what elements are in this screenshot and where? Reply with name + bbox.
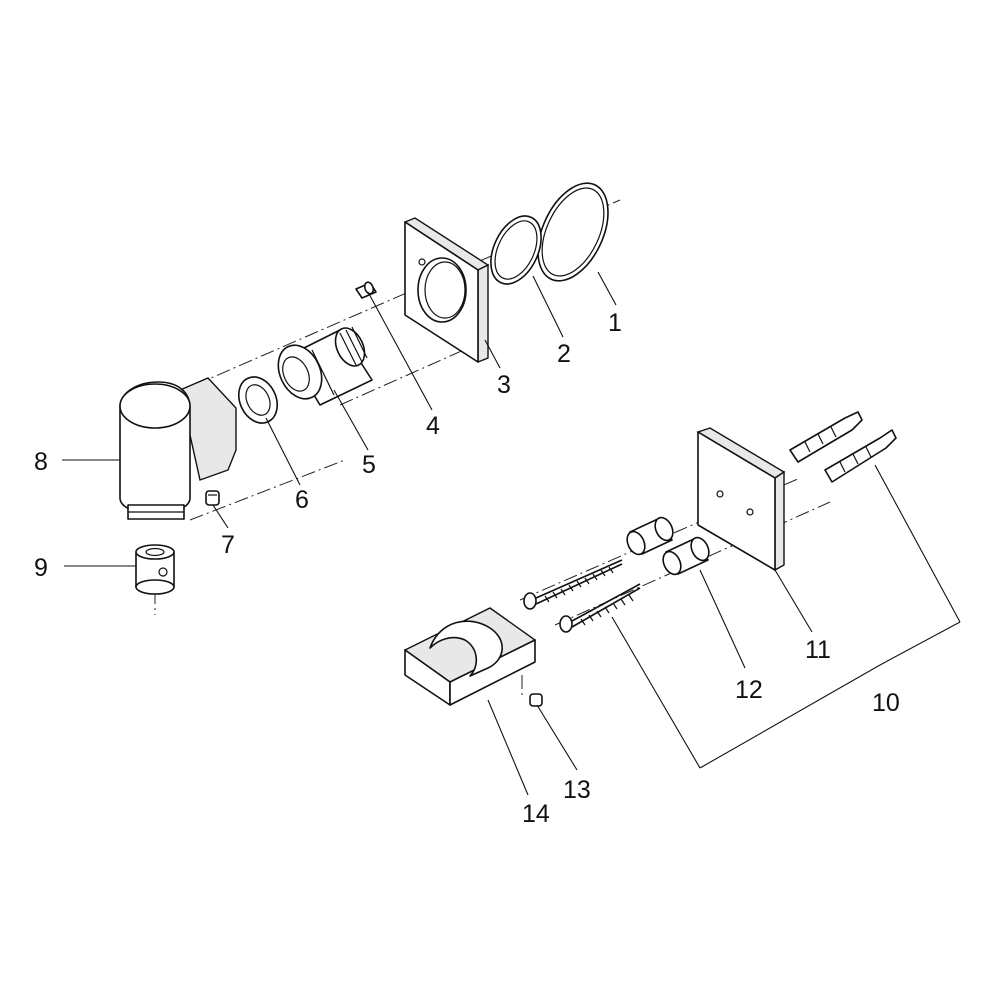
callout-4: 4 bbox=[426, 412, 440, 440]
callout-7: 7 bbox=[221, 531, 235, 559]
screw-top bbox=[523, 559, 623, 610]
part-1-large-o-ring bbox=[537, 182, 609, 282]
callout-3: 3 bbox=[497, 371, 511, 399]
part-14-shower-holder bbox=[403, 607, 537, 706]
callouts: 1 2 3 4 5 6 7 8 9 10 11 12 13 14 bbox=[34, 309, 900, 828]
part-4-pin bbox=[355, 281, 377, 299]
part-3-wall-plate bbox=[403, 217, 490, 364]
callout-2: 2 bbox=[557, 340, 571, 368]
part-13-grub-screw bbox=[529, 693, 543, 707]
callout-5: 5 bbox=[362, 451, 376, 479]
callout-8: 8 bbox=[34, 448, 48, 476]
part-9-cartridge bbox=[135, 544, 175, 595]
part-2-small-o-ring bbox=[490, 215, 542, 285]
part-12-spacer-top bbox=[626, 516, 674, 556]
part-7-grub-screw bbox=[205, 490, 220, 506]
part-6-washer bbox=[237, 376, 279, 424]
part-8-elbow-body bbox=[119, 377, 237, 520]
callout-14: 14 bbox=[522, 800, 550, 828]
callout-13: 13 bbox=[563, 776, 591, 804]
callout-10: 10 bbox=[872, 689, 900, 717]
callout-6: 6 bbox=[295, 486, 309, 514]
callout-1: 1 bbox=[608, 309, 622, 337]
part-12-spacer-bottom bbox=[662, 536, 710, 576]
part-10-wall-plug-bottom bbox=[824, 429, 897, 483]
part-10-wall-plug-top bbox=[789, 411, 863, 463]
callout-11: 11 bbox=[805, 636, 831, 664]
part-11-holder-plate bbox=[696, 427, 786, 572]
callout-12: 12 bbox=[735, 676, 763, 704]
part-5-connector bbox=[277, 326, 373, 406]
leader-lines bbox=[62, 271, 961, 796]
callout-9: 9 bbox=[34, 554, 48, 582]
screw-bottom bbox=[559, 583, 641, 633]
